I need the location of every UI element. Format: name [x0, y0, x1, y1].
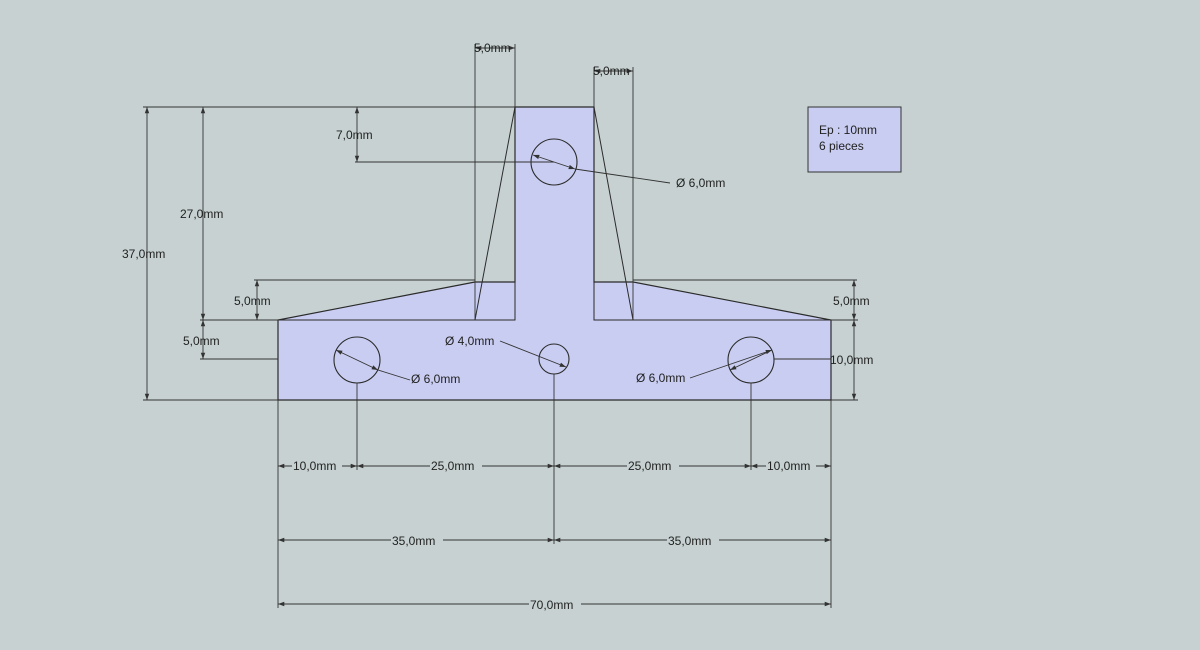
note-quantity: 6 pieces: [819, 139, 864, 153]
dimension-labels: 5,0mm 5,0mm 7,0mm Ø 6,0mm 27,0mm 37,0mm …: [122, 41, 873, 612]
dim-top-left-width: 5,0mm: [474, 41, 511, 55]
dim-left-hole-height: 5,0mm: [183, 334, 220, 348]
part-body: [277, 106, 832, 401]
dim-overall-width: 70,0mm: [530, 598, 573, 612]
dim-left-flange-rise: 5,0mm: [234, 294, 271, 308]
dim-left-offset: 10,0mm: [293, 459, 336, 473]
rib-left-edge: [474, 106, 516, 321]
dim-base-height: 10,0mm: [830, 353, 873, 367]
part-outline: [277, 106, 832, 401]
dim-left-half: 35,0mm: [392, 534, 435, 548]
dim-right-spacing: 25,0mm: [628, 459, 671, 473]
dim-right-flange-rise: 5,0mm: [833, 294, 870, 308]
note-box: Ep : 10mm 6 pieces: [807, 106, 902, 173]
dim-total-height: 37,0mm: [122, 247, 165, 261]
dim-hole-from-top: 7,0mm: [336, 128, 373, 142]
dim-top-right-width: 5,0mm: [593, 64, 630, 78]
label-backgrounds: [292, 459, 816, 611]
dim-right-half: 35,0mm: [668, 534, 711, 548]
note-thickness: Ep : 10mm: [819, 123, 877, 137]
rib-right-edge: [593, 106, 634, 321]
dim-right-offset: 10,0mm: [767, 459, 810, 473]
dim-center-hole-diameter: Ø 4,0mm: [445, 334, 494, 348]
dim-right-hole-diameter: Ø 6,0mm: [636, 371, 685, 385]
dim-top-hole-diameter: Ø 6,0mm: [676, 176, 725, 190]
dim-left-spacing: 25,0mm: [431, 459, 474, 473]
dim-left-hole-diameter: Ø 6,0mm: [411, 372, 460, 386]
dim-height-27: 27,0mm: [180, 207, 223, 221]
